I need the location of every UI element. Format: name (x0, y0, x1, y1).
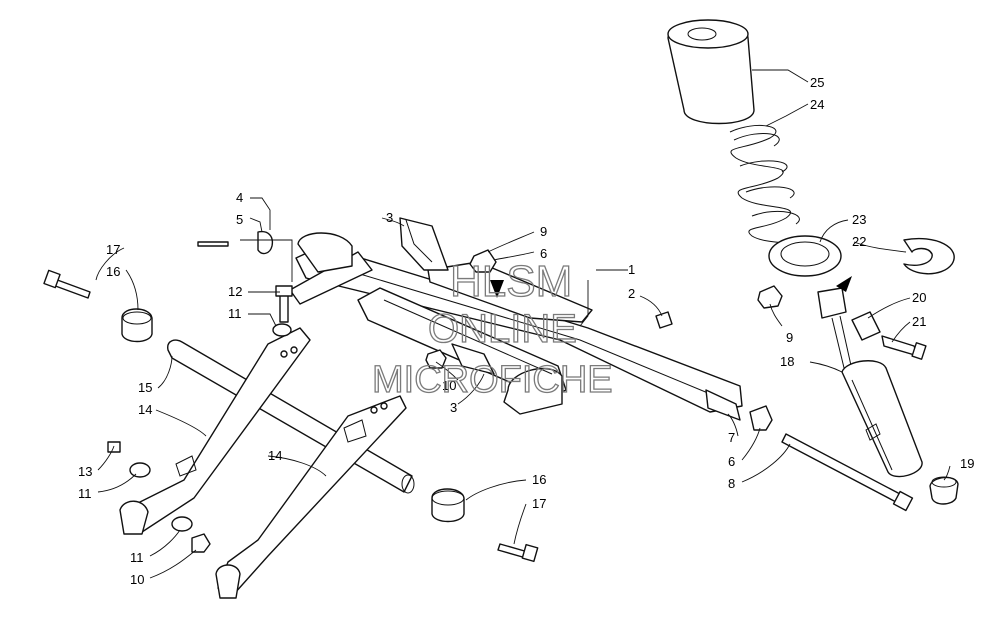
shock-arrow-marker (836, 276, 852, 292)
nut-small-left (191, 533, 211, 553)
callout-15: 15 (138, 380, 152, 395)
arm-arrow-marker (490, 280, 504, 298)
callout-9-right: 9 (786, 330, 793, 345)
arm-end-sleeve (705, 389, 741, 421)
callout-14-right: 14 (268, 448, 282, 463)
callout-11-left: 11 (78, 486, 92, 501)
coil-spring (729, 124, 800, 251)
callout-16-top: 16 (106, 264, 120, 279)
callout-13: 13 (78, 464, 92, 479)
rivet-and-cap (197, 230, 274, 255)
callout-12: 12 (228, 284, 242, 299)
callout-labels: 25 24 23 22 20 21 9 18 19 1 2 9 6 3 4 5 … (78, 75, 974, 587)
shock-nut-upper (757, 285, 783, 309)
callout-10-bottom: 10 (130, 572, 144, 587)
rail-right (215, 395, 407, 599)
grease-fitting (655, 311, 673, 329)
callout-18: 18 (780, 354, 794, 369)
callout-19: 19 (960, 456, 974, 471)
callout-11-top: 11 (228, 306, 242, 321)
callout-5: 5 (236, 212, 243, 227)
shock-body (841, 360, 923, 478)
lower-arm (357, 287, 567, 415)
callout-7: 7 (728, 430, 735, 445)
watermark: HLSM ONLINE MICROFICHE (371, 256, 613, 401)
upper-arm (289, 232, 743, 413)
rail-left (119, 327, 311, 535)
split-keeper (903, 238, 955, 275)
watermark-line-1: HLSM (450, 257, 572, 306)
shock-bushing (851, 311, 881, 341)
callout-2: 2 (628, 286, 635, 301)
callout-17-top: 17 (106, 242, 120, 257)
wear-block-upper (399, 217, 449, 271)
callout-3-bottom: 3 (450, 400, 457, 415)
bolt-right (497, 543, 539, 563)
shock-bolt (881, 335, 927, 360)
callout-11-bottom: 11 (130, 550, 144, 565)
watermark-line-2: ONLINE (428, 307, 577, 351)
washer-small (129, 323, 292, 532)
spring-retainer (768, 235, 842, 277)
spacer-bushing (749, 405, 773, 431)
callout-24: 24 (810, 97, 824, 112)
rail-bracket-holes (280, 346, 388, 414)
wear-block-lower (451, 343, 495, 375)
long-bolt (781, 433, 914, 512)
callout-25: 25 (810, 75, 824, 90)
bolt-left (43, 269, 91, 299)
callout-9-center: 9 (540, 224, 547, 239)
callout-17-bottom: 17 (532, 496, 546, 511)
callout-4: 4 (236, 190, 243, 205)
callout-8: 8 (728, 476, 735, 491)
callout-23: 23 (852, 212, 866, 227)
callout-1: 1 (628, 262, 635, 277)
callout-22: 22 (852, 234, 866, 249)
callout-21: 21 (912, 314, 926, 329)
callout-14-left: 14 (138, 402, 152, 417)
shock-lower-bushing (929, 476, 959, 505)
callout-6-top: 6 (540, 246, 547, 261)
end-cap-left (121, 308, 153, 343)
arm-nut-small (425, 249, 497, 369)
callout-3-top: 3 (386, 210, 393, 225)
callout-6-bottom: 6 (728, 454, 735, 469)
callout-20: 20 (912, 290, 926, 305)
watermark-line-3: MICROFICHE (372, 359, 613, 401)
shock-upper-eye (817, 287, 853, 373)
end-cap-right (431, 488, 465, 523)
callout-16-bottom: 16 (532, 472, 546, 487)
callout-10-center: 10 (442, 378, 456, 393)
bump-stop-boot (667, 19, 755, 125)
leader-lines (95, 69, 951, 579)
